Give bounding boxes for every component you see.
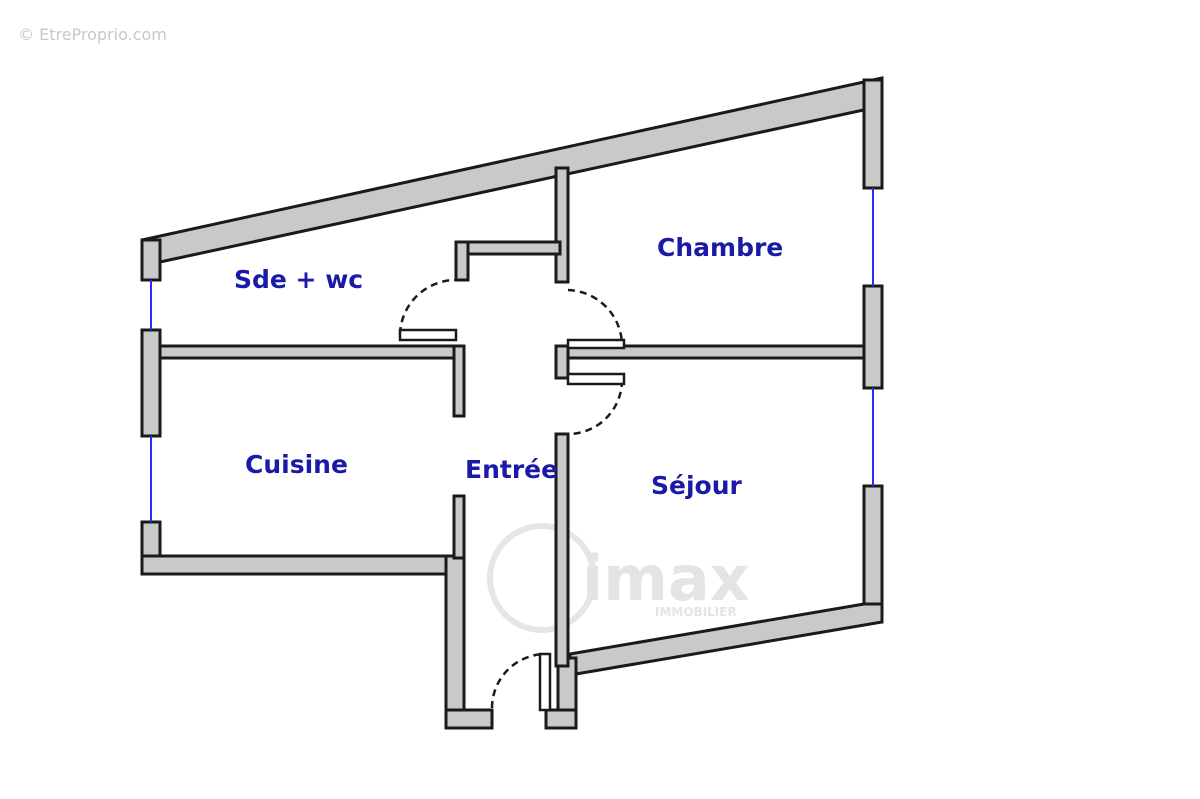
wall-right-lower [862, 484, 884, 624]
wall-entrance-right [544, 708, 578, 730]
watermark-text: © EtreProprio.com [18, 25, 167, 44]
logo-name: imax [582, 542, 750, 615]
door-sejour [566, 372, 626, 436]
wall-entrance-left [444, 708, 494, 730]
door-entrance [490, 652, 552, 712]
interior-walls [158, 166, 866, 668]
wall-right-upper [862, 78, 884, 190]
room-labels: Sde + wc Chambre Cuisine Entrée Séjour [234, 233, 783, 500]
wall-chambre-stub [554, 344, 570, 380]
wall-sejour-left [554, 432, 570, 668]
exterior-walls [140, 76, 884, 730]
door-sde [398, 278, 458, 342]
room-label-cuisine: Cuisine [245, 450, 348, 479]
door-chambre [566, 288, 626, 350]
logo-ring [487, 523, 597, 633]
wall-cuisine-entree-upper [452, 344, 466, 418]
wall-right-middle [862, 284, 884, 390]
wall-alcove-top [454, 240, 562, 256]
wall-alcove-left [454, 240, 470, 282]
wall-chambre-left [554, 166, 570, 284]
wall-left-middle [140, 328, 162, 438]
wall-corridor-left [444, 554, 466, 730]
room-label-chambre: Chambre [657, 233, 783, 262]
room-label-entree: Entrée [465, 455, 558, 484]
imax-logo: imax IMMOBILIER [487, 523, 750, 633]
wall-sde-cuisine [158, 344, 466, 360]
room-label-sde-wc: Sde + wc [234, 265, 363, 294]
wall-bottom-cuisine [140, 554, 466, 576]
room-label-sejour: Séjour [651, 471, 743, 500]
doors [398, 278, 626, 712]
wall-cuisine-entree-lower [452, 494, 466, 560]
logo-subtitle: IMMOBILIER [655, 605, 737, 619]
wall-left-top [140, 238, 162, 282]
windows [150, 188, 874, 522]
